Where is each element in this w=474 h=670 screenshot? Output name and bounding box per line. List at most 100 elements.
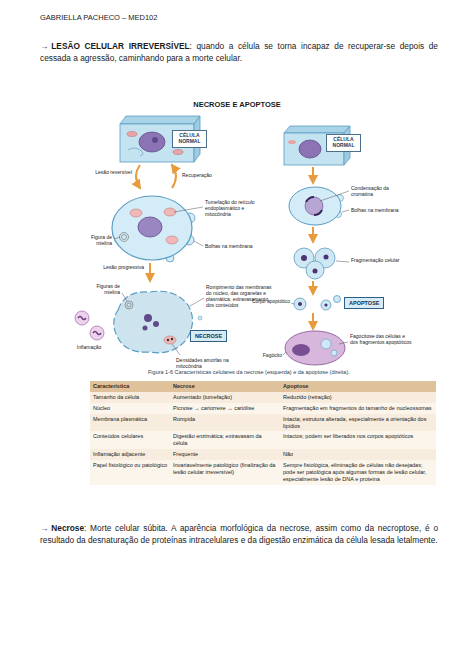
figure-label: Fragmentação celular — [351, 257, 403, 263]
table-cell: Inflamação adjacente — [90, 449, 170, 460]
normal-cell — [139, 132, 165, 152]
apoptotic-body — [294, 298, 306, 310]
normal-cell — [127, 132, 137, 137]
paragraph-text: → — [40, 523, 48, 533]
figure-title: NECROSE E APOPTOSE — [0, 100, 474, 109]
necrotic-cell — [125, 301, 133, 309]
table-row: CaracterísticaNecroseApoptose — [90, 381, 436, 392]
heading-term: LESÃO CELULAR IRREVERSÍVEL — [51, 41, 189, 51]
inflammatory-cell — [75, 311, 104, 340]
table-cell: Não — [280, 449, 436, 460]
normal-cell — [152, 137, 158, 143]
table-cell: Reduzido (retração) — [280, 392, 436, 403]
transition-arrow — [312, 313, 314, 329]
figure-label: Figura de mielina — [76, 234, 112, 246]
leader-line — [336, 261, 349, 262]
table-cell: Tamanho da célula — [90, 392, 170, 403]
table-cell: Sempre fisiológica, eliminação de célula… — [280, 460, 436, 485]
box-label: CÉLULA NORMAL — [176, 133, 203, 145]
transition-arrow — [312, 227, 314, 242]
table-cell: Frequente — [170, 449, 280, 460]
leader-line — [339, 342, 348, 344]
figure-label: Lesão reversível — [88, 169, 132, 175]
table-row: NúcleoPicnose → cariorrexe → carióliseFr… — [90, 403, 436, 414]
figure-label: Figuras de mielina — [84, 283, 120, 295]
normal-cell — [299, 140, 321, 158]
necrotic-cell — [167, 339, 169, 341]
fragmenting-cell — [294, 248, 335, 279]
table-cell: Necrose — [170, 381, 280, 392]
condensed-cell — [306, 197, 314, 202]
phagocyte — [292, 344, 310, 356]
body-paragraph: →LESÃO CELULAR IRREVERSÍVEL: quando a cé… — [40, 40, 438, 65]
leader-line — [122, 293, 127, 301]
body-paragraph: →Necrose: Morte celular súbita. A aparên… — [40, 522, 438, 547]
swollen-cell — [112, 196, 195, 262]
leader-line — [320, 191, 349, 201]
normal-cell — [284, 126, 350, 133]
table-cell: Fragmentação em fragmentos do tamanho de… — [280, 403, 436, 414]
cell-label-box: CÉLULA NORMAL — [172, 130, 207, 148]
figure-label: Densidades amorfas na mitocôndria — [176, 357, 234, 369]
swollen-cell — [166, 236, 178, 244]
fragmenting-cell — [324, 255, 329, 260]
necrotic-cell — [198, 316, 202, 320]
table-cell: Rompida — [170, 414, 280, 432]
leader-line — [194, 241, 203, 246]
figure-caption: Figura 1-6 Características celulares da … — [148, 369, 428, 375]
transition-arrow — [136, 165, 140, 188]
condensed-cell — [289, 187, 341, 225]
figure-label: Bolhas na membrana — [205, 243, 257, 249]
apoptotic-body — [298, 302, 302, 306]
figure-label: Recuperação — [182, 172, 232, 178]
swollen-cell — [112, 196, 192, 260]
figure-label: Condensação da cromatina — [351, 185, 409, 197]
table-row: Inflamação adjacenteFrequenteNão — [90, 449, 436, 460]
table-cell: Núcleo — [90, 403, 170, 414]
stage-box: APOPTOSE — [344, 297, 384, 309]
paragraph-text: : Morte celular súbita. A aparência morf… — [40, 523, 438, 545]
heading-term: Necrose — [51, 523, 84, 533]
condensed-cell — [289, 187, 344, 225]
table-row: Conteúdos celularesDigestão enzimática; … — [90, 431, 436, 449]
phagocyte — [285, 331, 345, 365]
table-row: Papel fisiológico ou patológicoInvariave… — [90, 460, 436, 485]
transition-arrow — [312, 167, 314, 183]
inflammatory-cell — [93, 332, 101, 335]
table-cell: Conteúdos celulares — [90, 431, 170, 449]
phagocyte — [285, 331, 345, 365]
figure-label: Inflamação — [64, 344, 114, 350]
table-cell: Intacta; estrutura alterada, especialmen… — [280, 414, 436, 432]
table-cell: Papel fisiológico ou patológico — [90, 460, 170, 485]
normal-cell — [120, 116, 200, 124]
apoptotic-body — [294, 296, 341, 311]
leader-line — [190, 298, 204, 306]
figure-label: Bolhas na membrana — [351, 207, 403, 213]
swollen-cell — [122, 235, 127, 240]
table-cell: Aumentado (tumefação) — [170, 392, 280, 403]
table-cell: Picnose → cariorrexe → cariólise — [170, 403, 280, 414]
leader-line — [291, 303, 294, 304]
stage-box: NECROSE — [190, 330, 227, 342]
paragraph-text: → — [40, 41, 48, 51]
transition-arrow — [172, 165, 176, 188]
fragmenting-cell — [306, 261, 324, 279]
figure-label: Tumefação do retículo endoplasmático e m… — [205, 199, 269, 217]
normal-cell — [128, 148, 143, 156]
phagocyte — [331, 350, 337, 356]
normal-cell — [173, 150, 183, 155]
table-row: Membrana plasmáticaRompidaIntacta; estru… — [90, 414, 436, 432]
necrotic-cell — [114, 291, 202, 353]
necrotic-cell — [171, 338, 173, 340]
figure-label: Lesão progressiva — [98, 264, 144, 270]
figure-label: Rompimento das membranas do núcleo, das … — [206, 284, 272, 308]
necrotic-cell — [114, 291, 193, 353]
table-cell: Invariavelmente patológico (finalização … — [170, 460, 280, 485]
apoptotic-body — [324, 303, 327, 306]
leader-line — [114, 191, 349, 355]
fragmenting-cell — [313, 269, 318, 274]
leader-line — [114, 237, 120, 239]
figure-label: Corpo apoptótico — [249, 298, 290, 304]
condensed-cell — [305, 197, 323, 215]
